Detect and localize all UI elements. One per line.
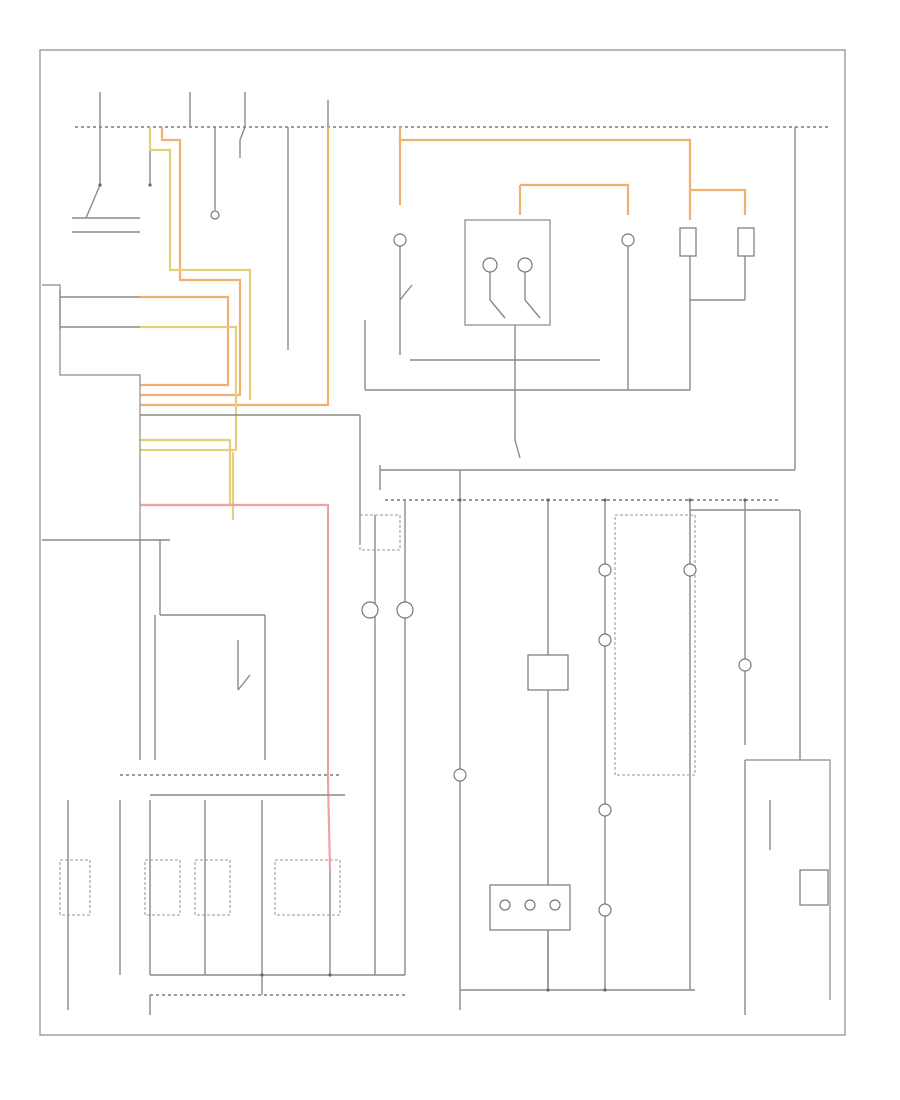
fuse-block-top: [75, 92, 830, 128]
right-lower-section: [744, 759, 831, 1015]
ground-bus-middle: [359, 465, 801, 990]
door-switch-section: [59, 540, 405, 1015]
junction-dots: [260, 498, 747, 992]
courtesy-lamp-area: [364, 127, 796, 470]
fuse-branch: [210, 126, 289, 350]
diagram-frame: [39, 49, 846, 1036]
instrument-panel-section: [459, 884, 695, 1010]
pink-wire: [140, 503, 332, 871]
orange-wires: [140, 127, 330, 407]
headlamp-switch: [72, 127, 152, 233]
yellow-wires: [140, 127, 252, 520]
